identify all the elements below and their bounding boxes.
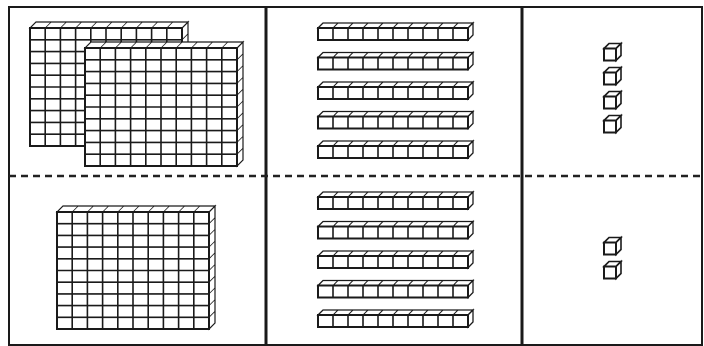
row-bottom-ten-rod-4 bbox=[318, 281, 473, 298]
row-bottom-unit-cube-2 bbox=[604, 262, 621, 279]
row-top-ten-rod-2 bbox=[318, 53, 473, 70]
row-bottom-unit-cube-1 bbox=[604, 238, 621, 255]
row-top-ten-rod-4 bbox=[318, 112, 473, 129]
row-top-ten-rod-1 bbox=[318, 23, 473, 40]
row-top-unit-cube-3 bbox=[604, 92, 621, 109]
row-bottom-ten-rod-3 bbox=[318, 251, 473, 268]
row-bottom-ten-rod-1 bbox=[318, 192, 473, 209]
row-top-hundred-flat-2 bbox=[85, 42, 243, 166]
row-top-ten-rod-5 bbox=[318, 141, 473, 158]
row-bottom-hundred-flat-1 bbox=[57, 206, 215, 329]
row-top-unit-cube-4 bbox=[604, 116, 621, 133]
row-bottom-ten-rod-5 bbox=[318, 310, 473, 327]
row-top-unit-cube-1 bbox=[604, 44, 621, 61]
row-bottom-ten-rod-2 bbox=[318, 222, 473, 239]
row-top-ten-rod-3 bbox=[318, 82, 473, 99]
row-top-unit-cube-2 bbox=[604, 68, 621, 85]
